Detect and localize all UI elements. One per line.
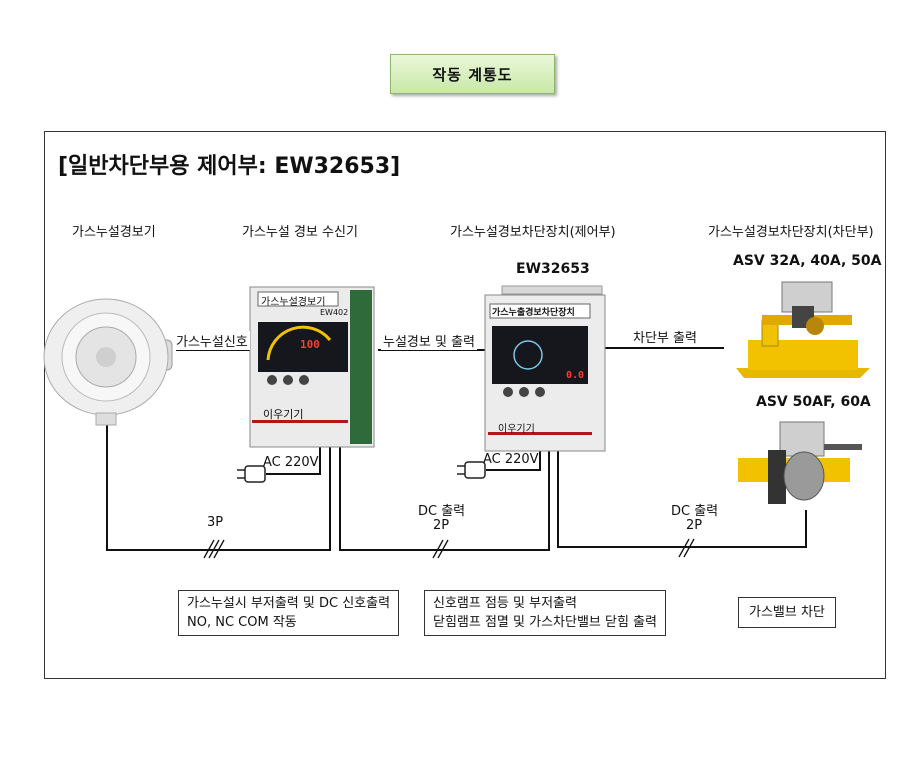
signal-label-detector: 가스누설신호 <box>174 331 250 350</box>
cable-count-left: 3P <box>207 515 224 530</box>
valve-model-lower: ASV 50AF, 60A <box>756 394 871 410</box>
note-receiver-line-2: NO, NC COM 작동 <box>187 615 297 630</box>
note-shutoff: 가스밸브 차단 <box>738 597 836 628</box>
valve-upper-device <box>736 281 870 378</box>
control-panel-display: 0.0 <box>566 370 585 381</box>
shutoff-caption: 가스누설경보차단장치(차단부) <box>708 225 874 240</box>
diagram-frame <box>44 131 886 679</box>
cable-count-right: 2P <box>686 518 703 533</box>
note-control: 신호램프 점등 및 부저출력 닫힘램프 점멸 및 가스차단밸브 닫힘 출력 <box>424 590 666 636</box>
receiver-panel-model: EW402 <box>320 308 349 317</box>
note-control-line-1: 신호램프 점등 및 부저출력 <box>433 596 577 611</box>
control-power-plug-icon <box>457 461 486 479</box>
cable-count-mid: 2P <box>433 518 450 533</box>
note-receiver-line-1: 가스누설시 부저출력 및 DC 신호출력 <box>187 596 391 611</box>
note-receiver: 가스누설시 부저출력 및 DC 신호출력 NO, NC COM 작동 <box>178 590 400 636</box>
control-panel <box>484 285 606 452</box>
cable-type-mid: DC 출력 <box>418 504 466 519</box>
diagram-title: 작동 계통도 <box>390 54 555 94</box>
control-model-label: EW32653 <box>516 261 590 277</box>
signal-label-receiver: 누설경보 및 출력 <box>381 331 477 350</box>
control-caption: 가스누설경보차단장치(제어부) <box>450 225 616 240</box>
control-panel-maker: 이우기기 <box>498 424 535 435</box>
valve-model-upper: ASV 32A, 40A, 50A <box>733 253 882 269</box>
power-label-control: AC 220V <box>483 452 539 467</box>
cable-type-right: DC 출력 <box>671 504 719 519</box>
section-heading: [일반차단부용 제어부: EW32653] <box>58 154 401 179</box>
valve-lower-device <box>738 421 862 504</box>
receiver-power-plug-icon <box>237 465 266 483</box>
control-panel-brand: 가스누출경보차단장치 <box>492 308 575 318</box>
receiver-panel-maker: 이우기기 <box>263 408 304 421</box>
power-label-receiver: AC 220V <box>263 455 319 470</box>
signal-label-control: 차단부 출력 <box>631 327 699 346</box>
gas-detector-device <box>43 298 173 426</box>
receiver-panel-display: 100 <box>300 338 320 351</box>
receiver-panel <box>249 286 375 448</box>
receiver-caption: 가스누설 경보 수신기 <box>242 225 358 240</box>
note-control-line-2: 닫힘램프 점멸 및 가스차단밸브 닫힘 출력 <box>433 615 657 630</box>
detector-caption: 가스누설경보기 <box>72 225 156 240</box>
receiver-panel-brand: 가스누설경보기 <box>261 297 326 308</box>
